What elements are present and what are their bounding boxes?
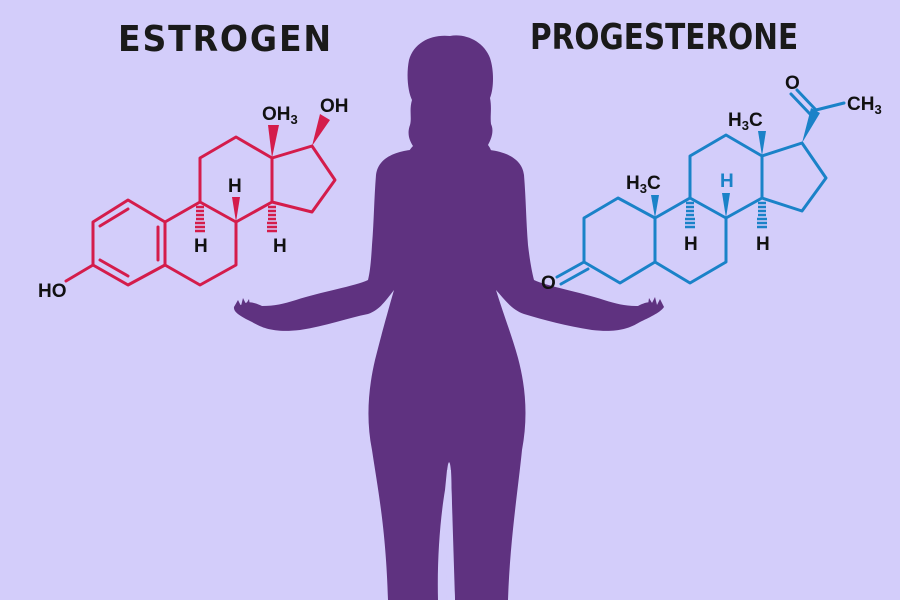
- progesterone-c8-wedge: [722, 193, 730, 218]
- estrogen-ring-b: [163, 200, 238, 287]
- estrogen-title: ESTROGEN: [118, 19, 333, 60]
- progesterone-ketone-bond: [559, 267, 590, 286]
- estrogen-hash-bonds: [195, 205, 277, 233]
- progesterone-c17-wedge: [802, 108, 820, 143]
- progesterone-h-c9-label: H: [684, 234, 698, 255]
- estrogen-stereo-bonds: [232, 114, 330, 222]
- estrogen-ring-a: [91, 198, 167, 287]
- estrogen-h-c8-label: H: [228, 176, 242, 197]
- estrogen-ring-d: [270, 144, 337, 214]
- progesterone-ring-a: [582, 196, 657, 285]
- estrogen-h-c9-label: H: [194, 236, 208, 257]
- progesterone-acetyl-ch3-bond: [814, 101, 846, 112]
- progesterone-ring-b: [653, 196, 728, 285]
- silhouette-head-hair: [407, 35, 493, 170]
- progesterone-h-c8-label: H: [720, 171, 734, 192]
- progesterone-acetyl-co-bond: [795, 88, 818, 112]
- progesterone-c13-methyl-label: H3C: [728, 110, 763, 133]
- silhouette-body: [233, 150, 664, 600]
- progesterone-ketone-o-label: O: [541, 273, 556, 294]
- estrogen-atom-labels: HO OH3 OH H H H: [38, 96, 349, 302]
- progesterone-molecule: [555, 88, 846, 286]
- progesterone-acetyl-o-label: O: [785, 73, 800, 94]
- estrogen-c17-wedge: [312, 114, 330, 146]
- estrogen-c13-wedge: [268, 125, 279, 158]
- estrogen-c13-label: OH3: [262, 104, 298, 127]
- woman-silhouette: [233, 35, 664, 600]
- progesterone-acetyl-ch3-label: CH3: [847, 94, 882, 117]
- progesterone-ring-c: [688, 133, 764, 220]
- progesterone-title: PROGESTERONE: [530, 17, 799, 58]
- estrogen-c17-oh-label: OH: [320, 96, 349, 117]
- estrogen-ho-bond: [64, 263, 95, 283]
- progesterone-c13-wedge: [758, 131, 766, 156]
- progesterone-ketone-bond: [555, 260, 586, 279]
- progesterone-hash-bonds: [685, 201, 767, 229]
- estrogen-ring-a-inner-bond: [98, 207, 130, 228]
- silhouette-leg-gap: [446, 462, 455, 600]
- silhouette-right-fingers: [648, 297, 664, 307]
- progesterone-c10-wedge: [651, 195, 659, 218]
- estrogen-ring-a-inner-bond: [98, 258, 130, 278]
- progesterone-h-c14-label: H: [756, 234, 770, 255]
- progesterone-acetyl-co-bond: [789, 92, 812, 116]
- estrogen-c8-wedge: [232, 197, 240, 222]
- progesterone-atom-labels: O H3C H3C O CH3 H H H: [541, 73, 882, 294]
- estrogen-ho-label: HO: [38, 281, 67, 302]
- silhouette-left-fingers: [234, 298, 250, 307]
- progesterone-ring-d: [760, 141, 828, 213]
- progesterone-stereo-bonds: [651, 108, 820, 218]
- estrogen-h-c14-label: H: [273, 236, 287, 257]
- progesterone-c10-methyl-label: H3C: [626, 173, 661, 196]
- estrogen-ring-c: [198, 135, 274, 224]
- estrogen-molecule: [64, 135, 337, 287]
